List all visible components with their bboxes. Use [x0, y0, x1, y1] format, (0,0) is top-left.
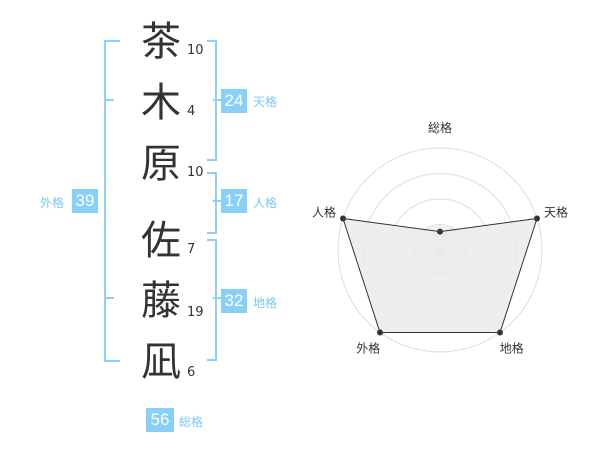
stroke-count-3: 10: [187, 165, 204, 180]
jinkaku-label: 人格: [253, 196, 278, 210]
radar-axis-label: 総格: [428, 120, 452, 135]
radar-point-4: [377, 329, 384, 336]
jinkaku-bracket: [207, 172, 217, 234]
stroke-count-6: 6: [187, 365, 196, 380]
gaikaku-label: 外格: [40, 196, 65, 210]
radar-point-5: [339, 215, 346, 222]
stroke-count-5: 19: [187, 305, 204, 320]
tenkaku-label: 天格: [253, 95, 278, 109]
radar-axis-label: 外格: [356, 341, 380, 356]
bracket-tick: [104, 297, 114, 299]
tenkaku-connector: [213, 99, 221, 101]
radar-axis-label: 天格: [544, 204, 568, 219]
chikaku-label: 地格: [253, 296, 278, 310]
radar-point-1: [437, 228, 443, 235]
soukaku-label: 総格: [179, 415, 204, 429]
name-char-1: 茶: [141, 19, 181, 65]
radar-ring: [337, 147, 543, 353]
radar-point-2: [534, 215, 541, 222]
radar-points: [339, 215, 541, 336]
name-char-3: 原: [141, 141, 181, 187]
chikaku-score: 32: [221, 289, 247, 313]
stroke-count-1: 10: [187, 43, 204, 58]
radar-axis-label: 人格: [312, 204, 336, 219]
jinkaku-score: 17: [221, 189, 247, 213]
soukaku-score: 56: [146, 408, 174, 432]
stroke-count-4: 7: [187, 242, 196, 257]
stroke-count-2: 4: [187, 104, 196, 119]
jinkaku-connector: [213, 200, 221, 202]
radar-series-shape: [342, 217, 538, 333]
radar-point-3: [496, 329, 503, 336]
tenkaku-score: 24: [221, 89, 247, 113]
gaikaku-score: 39: [72, 189, 98, 213]
name-char-6: 凪: [141, 339, 181, 385]
bracket-tick: [104, 99, 114, 101]
gaikaku-bracket: [104, 40, 120, 362]
chikaku-bracket: [207, 239, 217, 361]
name-char-5: 藤: [141, 278, 181, 324]
name-char-2: 木: [141, 80, 181, 126]
radar-axis-label: 地格: [500, 341, 524, 356]
chikaku-connector: [213, 297, 221, 299]
name-char-4: 佐: [141, 218, 181, 264]
